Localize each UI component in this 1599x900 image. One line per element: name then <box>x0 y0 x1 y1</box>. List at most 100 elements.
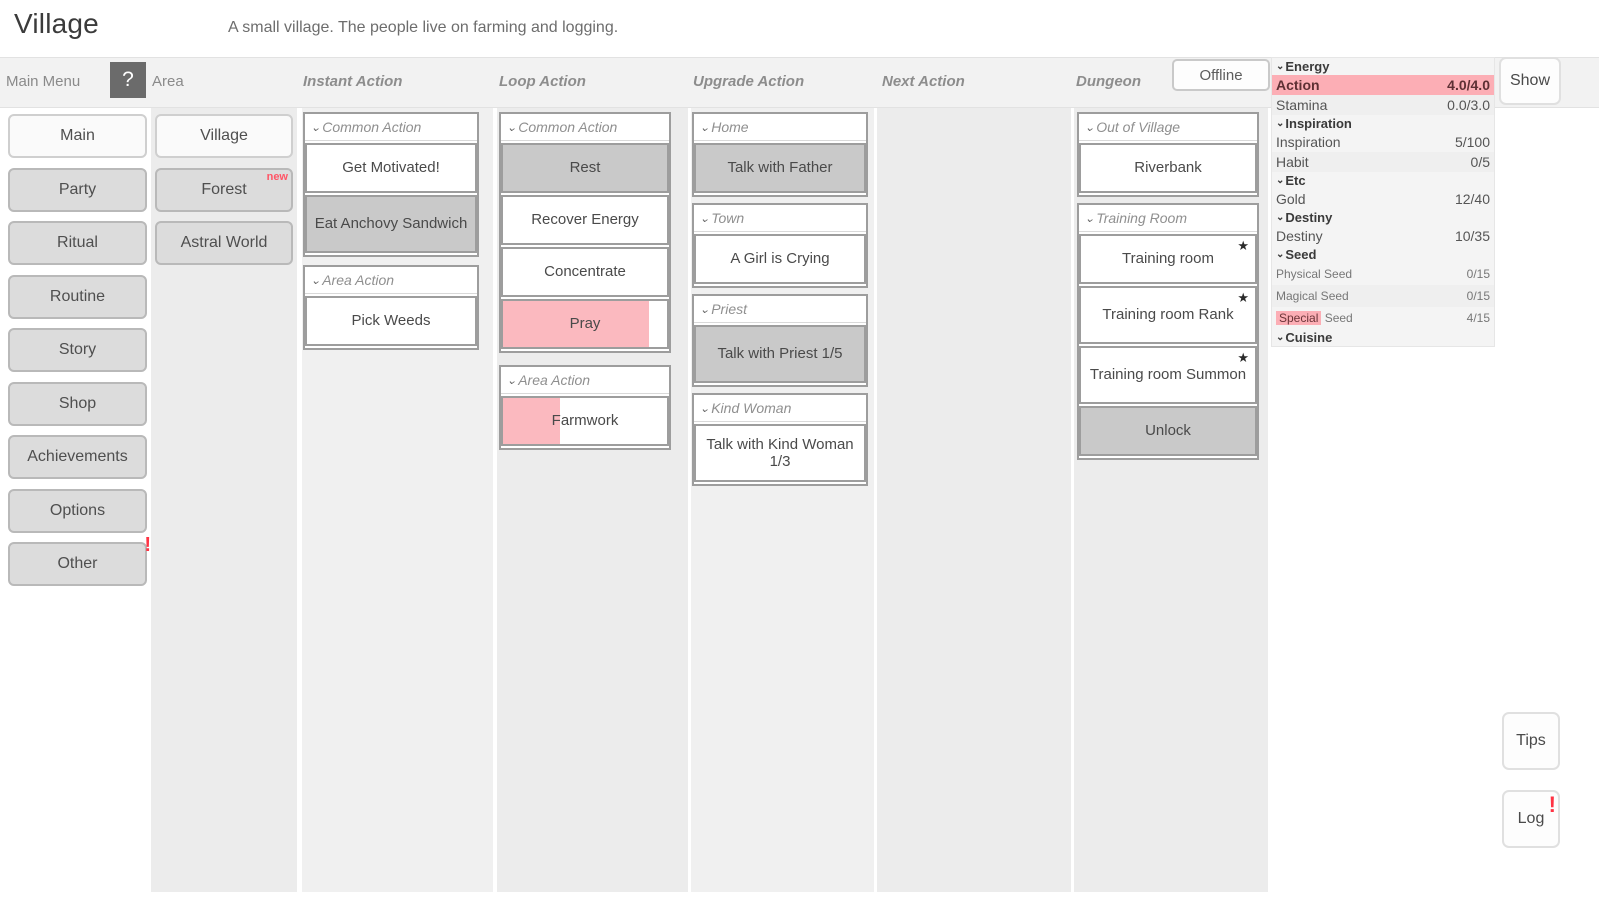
stat-group-label: Etc <box>1285 173 1306 188</box>
group-header[interactable]: ⌄Area Action <box>501 367 669 394</box>
menu-item-ritual[interactable]: Ritual <box>8 221 147 265</box>
next-column-bg <box>877 108 1071 892</box>
upgrade-group-town: ⌄Town A Girl is Crying <box>692 203 868 288</box>
action-button-label: Training room Rank <box>1102 306 1234 324</box>
menu-item-label: Routine <box>49 287 106 305</box>
stat-label: Inspiration <box>1276 134 1341 150</box>
chevron-down-icon: ⌄ <box>699 212 710 225</box>
chevron-down-icon: ⌄ <box>1276 212 1285 223</box>
action-button-pray[interactable]: Pray <box>501 299 669 349</box>
stat-value: 0/15 <box>1466 267 1490 281</box>
action-button-rest[interactable]: Rest <box>501 143 669 193</box>
action-button-talk-with-kind-woman-1-3[interactable]: Talk with Kind Woman 1/3 <box>694 424 866 482</box>
action-button-pick-weeds[interactable]: Pick Weeds <box>305 296 477 346</box>
menu-item-shop[interactable]: Shop <box>8 381 147 426</box>
group-header[interactable]: ⌄Common Action <box>305 114 477 141</box>
stat-label: Destiny <box>1276 228 1323 244</box>
show-button[interactable]: Show <box>1499 57 1561 105</box>
action-button-training-room-summon[interactable]: Training room Summon★ <box>1079 346 1257 404</box>
group-header[interactable]: ⌄Area Action <box>305 267 477 294</box>
stat-value: 10/35 <box>1454 228 1490 244</box>
action-button-talk-with-priest-1-5[interactable]: Talk with Priest 1/5 <box>694 325 866 383</box>
action-button-talk-with-father[interactable]: Talk with Father <box>694 143 866 193</box>
menu-item-options[interactable]: Options <box>8 488 147 533</box>
stat-group-label: Cuisine <box>1285 330 1333 345</box>
stat-group-label: Inspiration <box>1285 116 1352 131</box>
group-header[interactable]: ⌄Kind Woman <box>694 395 866 422</box>
action-button-label: Eat Anchovy Sandwich <box>314 215 468 233</box>
group-header-label: Town <box>711 210 745 226</box>
action-button-label: Talk with Kind Woman 1/3 <box>706 435 854 470</box>
stat-group-destiny[interactable]: ⌄Destiny <box>1272 209 1494 226</box>
area-new-badge: new <box>266 170 288 183</box>
action-button-label: A Girl is Crying <box>730 250 830 268</box>
area-item-label: Astral World <box>180 234 268 251</box>
stat-group-cuisine[interactable]: ⌄Cuisine <box>1272 329 1494 346</box>
action-button-eat-anchovy-sandwich[interactable]: Eat Anchovy Sandwich <box>305 195 477 253</box>
menu-item-routine[interactable]: Routine <box>8 274 147 319</box>
log-button[interactable]: Log ! <box>1502 790 1560 848</box>
group-header[interactable]: ⌄Town <box>694 205 866 232</box>
chevron-down-icon: ⌄ <box>1084 121 1095 134</box>
action-button-label: Farmwork <box>551 412 619 430</box>
group-header[interactable]: ⌄Home <box>694 114 866 141</box>
menu-item-achievements[interactable]: Achievements <box>8 435 147 479</box>
action-button-label: Training room Summon <box>1089 366 1247 384</box>
help-button[interactable]: ? <box>110 62 146 98</box>
area-item-label: Forest <box>201 180 247 198</box>
stat-group-label: Destiny <box>1285 210 1333 225</box>
chevron-down-icon: ⌄ <box>699 121 710 134</box>
menu-item-label: Other <box>57 555 98 572</box>
tips-button[interactable]: Tips <box>1502 712 1560 770</box>
menu-item-story[interactable]: Story <box>8 328 147 372</box>
chevron-down-icon: ⌄ <box>506 121 517 134</box>
group-header-label: Common Action <box>518 119 618 135</box>
star-icon: ★ <box>1237 290 1249 305</box>
area-item-label: Village <box>200 127 248 144</box>
action-button-get-motivated-[interactable]: Get Motivated! <box>305 143 477 193</box>
group-header[interactable]: ⌄Out of Village <box>1079 114 1257 141</box>
action-button-recover-energy[interactable]: Recover Energy <box>501 195 669 245</box>
offline-button[interactable]: Offline <box>1172 59 1270 91</box>
menu-item-party[interactable]: Party <box>8 167 147 212</box>
stat-label: Gold <box>1276 191 1306 207</box>
area-item-astral-world[interactable]: Astral World <box>155 221 293 265</box>
action-button-farmwork[interactable]: Farmwork <box>501 396 669 446</box>
group-header-label: Priest <box>711 301 748 317</box>
area-item-village[interactable]: Village <box>155 114 293 158</box>
menu-item-main[interactable]: Main <box>8 114 147 158</box>
stat-value: 0.0/3.0 <box>1447 97 1490 113</box>
action-button-unlock[interactable]: Unlock <box>1079 406 1257 456</box>
stat-group-seed[interactable]: ⌄Seed <box>1272 246 1494 263</box>
stat-group-energy[interactable]: ⌄Energy <box>1272 58 1494 75</box>
action-button-riverbank[interactable]: Riverbank <box>1079 143 1257 193</box>
chevron-down-icon: ⌄ <box>1276 61 1285 72</box>
column-label-upgrade-action: Upgrade Action <box>693 73 805 90</box>
area-item-forest[interactable]: Forest new <box>155 167 293 212</box>
stat-group-etc[interactable]: ⌄Etc <box>1272 172 1494 189</box>
group-header[interactable]: ⌄Common Action <box>501 114 669 141</box>
stat-group-inspiration[interactable]: ⌄Inspiration <box>1272 115 1494 132</box>
action-button-label: Talk with Priest 1/5 <box>717 345 843 363</box>
action-button-training-room-rank[interactable]: Training room Rank★ <box>1079 286 1257 344</box>
action-button-concentrate[interactable]: Concentrate <box>501 247 669 297</box>
chevron-down-icon: ⌄ <box>699 303 710 316</box>
group-header[interactable]: ⌄Priest <box>694 296 866 323</box>
column-label-next-action: Next Action <box>882 73 965 90</box>
action-button-training-room[interactable]: Training room★ <box>1079 234 1257 284</box>
menu-item-other[interactable]: Other! <box>8 534 151 586</box>
area-description: A small village. The people live on farm… <box>228 19 619 36</box>
page-title: Village <box>14 8 99 39</box>
column-label-area: Area <box>152 73 184 90</box>
group-header[interactable]: ⌄Training Room <box>1079 205 1257 232</box>
action-button-a-girl-is-crying[interactable]: A Girl is Crying <box>694 234 866 284</box>
star-icon: ★ <box>1237 350 1249 365</box>
